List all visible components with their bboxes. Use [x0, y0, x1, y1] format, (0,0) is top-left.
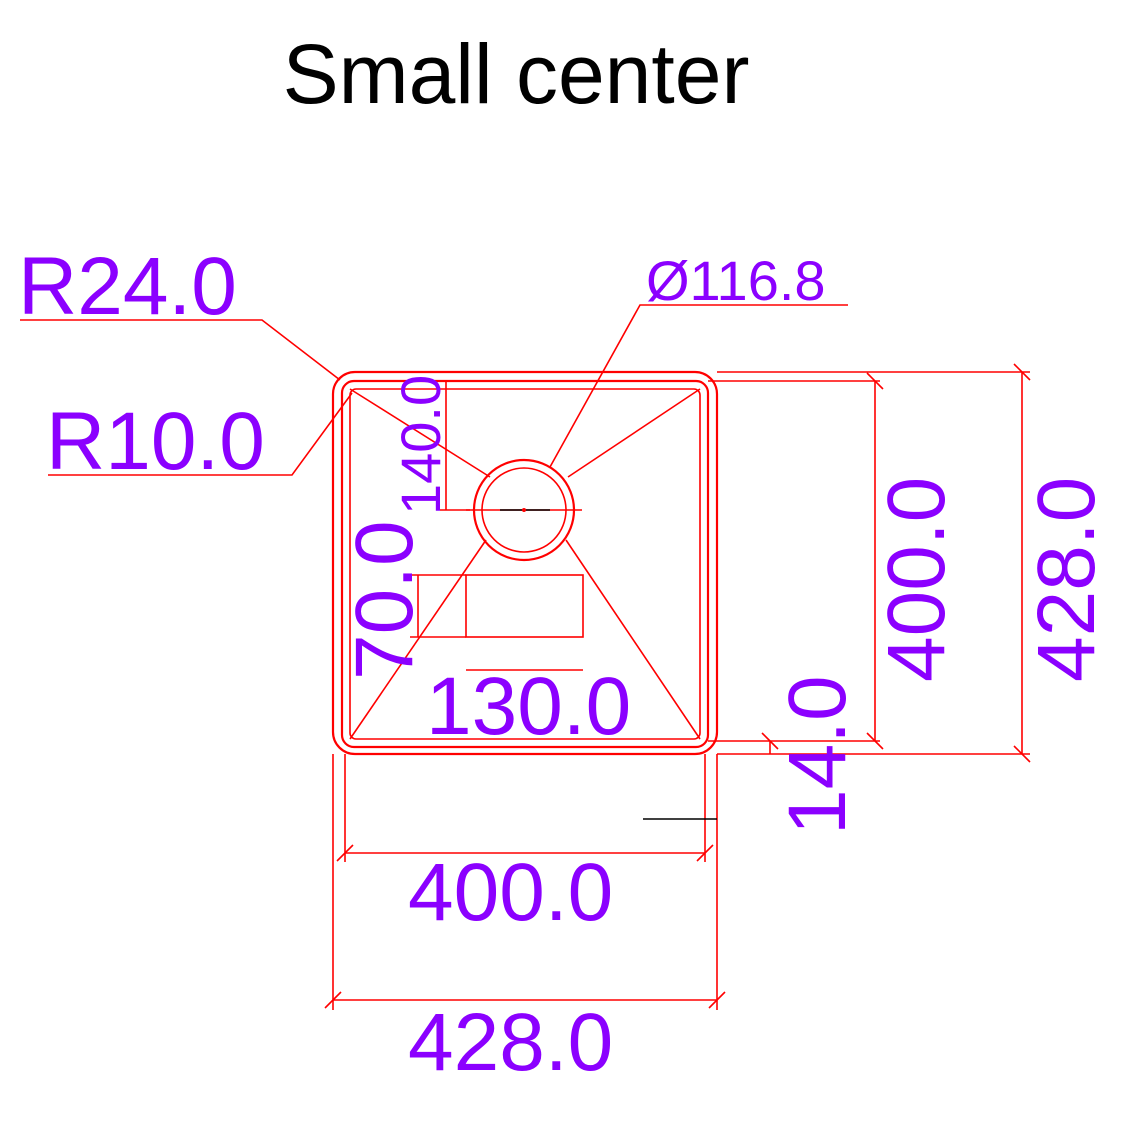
inner-bowl-inner-line	[349, 388, 701, 740]
slope-line-top-right	[567, 388, 701, 478]
label-outer-height: 428.0	[1021, 477, 1112, 682]
label-inner-width: 400.0	[408, 847, 613, 938]
label-rim-thickness: 14.0	[772, 675, 863, 835]
label-outer-width: 428.0	[408, 997, 613, 1088]
r24-leader	[20, 319, 341, 381]
slope-line-bottom-right	[565, 539, 701, 740]
label-drain-offset: 140.0	[389, 375, 452, 515]
label-drain-diameter: Ø116.8	[646, 249, 826, 312]
label-overflow-width: 130.0	[426, 661, 631, 752]
label-inner-radius: R10.0	[46, 396, 265, 487]
overflow-slot	[465, 574, 584, 638]
outer-rim	[331, 370, 719, 756]
diameter-leader	[549, 304, 848, 468]
drawing-title: Small center	[283, 27, 750, 121]
drain-center-mark	[522, 508, 526, 512]
r10-leader	[48, 392, 353, 476]
slope-line-top-left	[349, 388, 491, 478]
label-inner-height: 400.0	[871, 477, 962, 682]
label-overflow-height: 70.0	[339, 520, 430, 680]
inner-bowl-outer-line	[340, 379, 710, 749]
dimension-labels: R24.0 R10.0 Ø116.8 140.0 70.0 130.0 400.…	[18, 241, 1112, 1088]
dimension-lines	[20, 304, 1031, 1009]
label-outer-radius: R24.0	[18, 241, 237, 332]
sink-outline	[331, 370, 719, 1010]
slope-line-bottom-left	[349, 539, 487, 740]
